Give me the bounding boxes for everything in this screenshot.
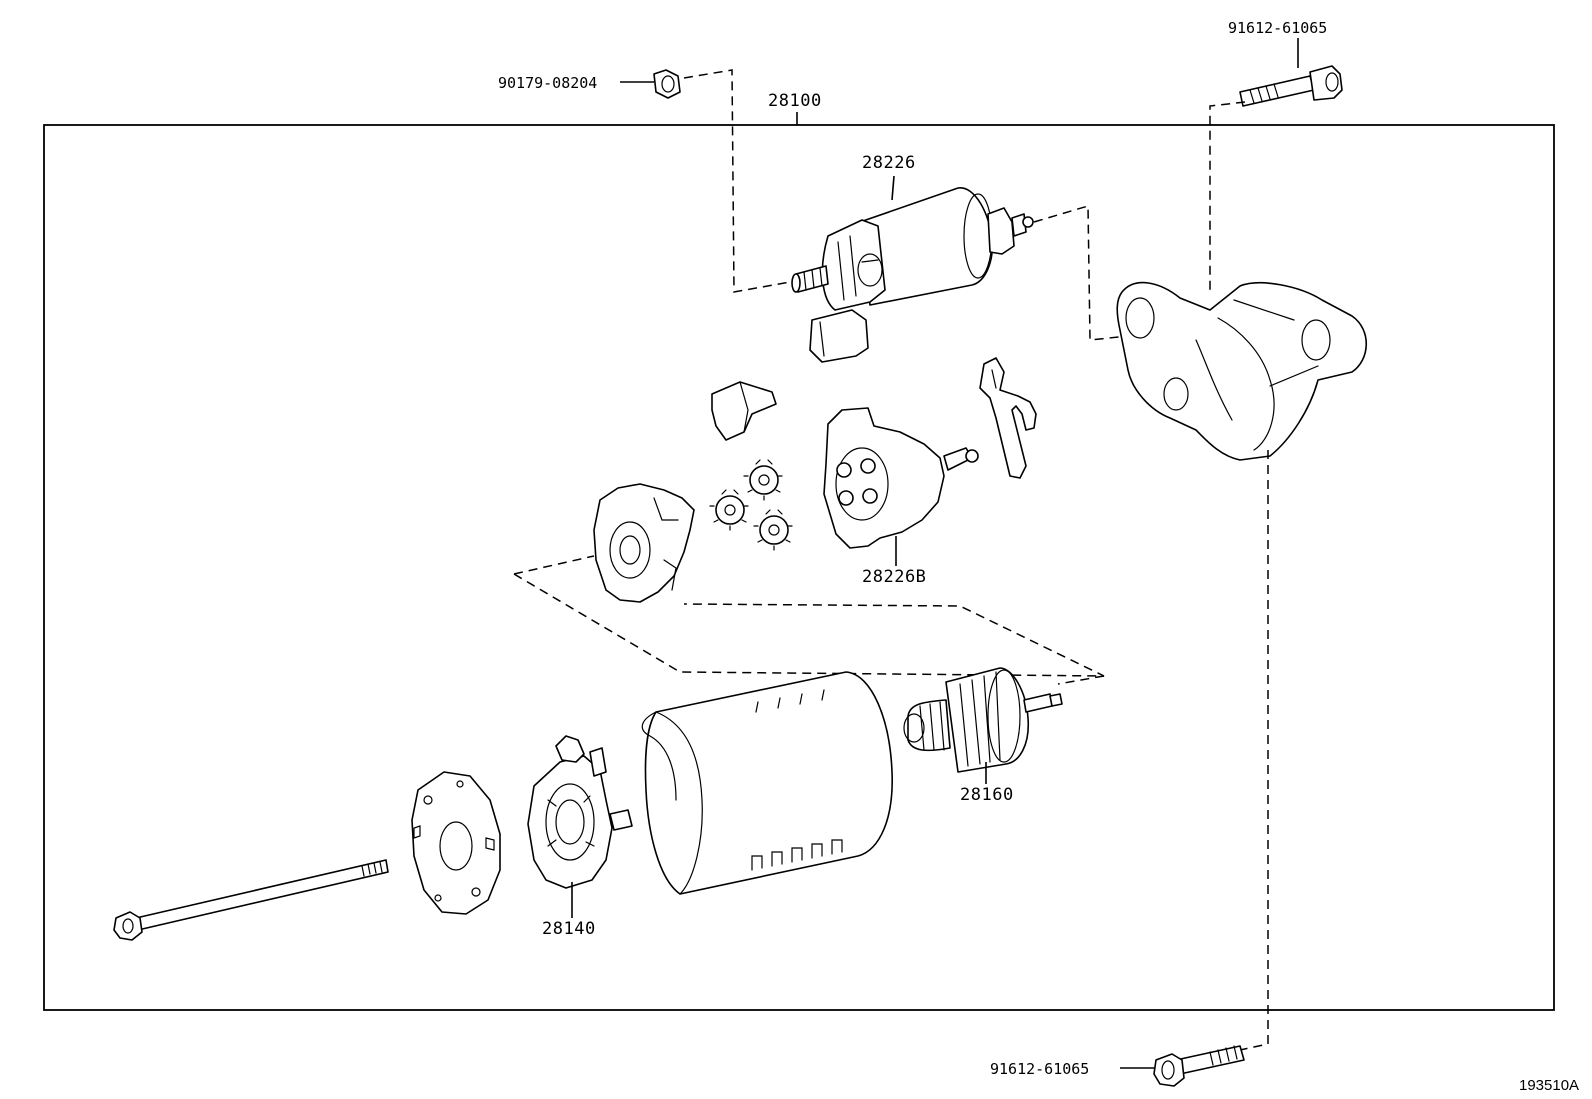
yoke-part (641, 671, 893, 895)
end-cover-part (411, 771, 501, 915)
through-bolt-part (113, 859, 389, 941)
planetary-label[interactable]: 28226B (862, 567, 926, 587)
solenoid-part (791, 187, 1034, 363)
planet-gears-part (709, 459, 793, 551)
brush-holder-label[interactable]: 28140 (542, 919, 596, 939)
ring-gear-housing-part (593, 483, 695, 603)
bolt-bottom-part (1153, 1045, 1245, 1087)
shift-lever-part (979, 357, 1037, 479)
planetary-part (823, 407, 979, 549)
bolt-top-part (1239, 65, 1343, 107)
retainer-part (711, 381, 777, 441)
assembly-frame (43, 124, 1555, 1011)
bolt-top-label[interactable]: 91612-61065 (1228, 19, 1327, 37)
assembly-label[interactable]: 28100 (768, 91, 822, 111)
bolt-bottom-label[interactable]: 91612-61065 (990, 1060, 1089, 1078)
figure-reference: 193510A (1519, 1077, 1579, 1094)
brush-holder-part (527, 735, 633, 889)
nut-part (653, 69, 681, 99)
nut-label[interactable]: 90179-08204 (498, 74, 597, 92)
armature-label[interactable]: 28160 (960, 785, 1014, 805)
drive-housing-part (1116, 281, 1367, 461)
solenoid-label[interactable]: 28226 (862, 153, 916, 173)
armature-part (903, 667, 1063, 773)
